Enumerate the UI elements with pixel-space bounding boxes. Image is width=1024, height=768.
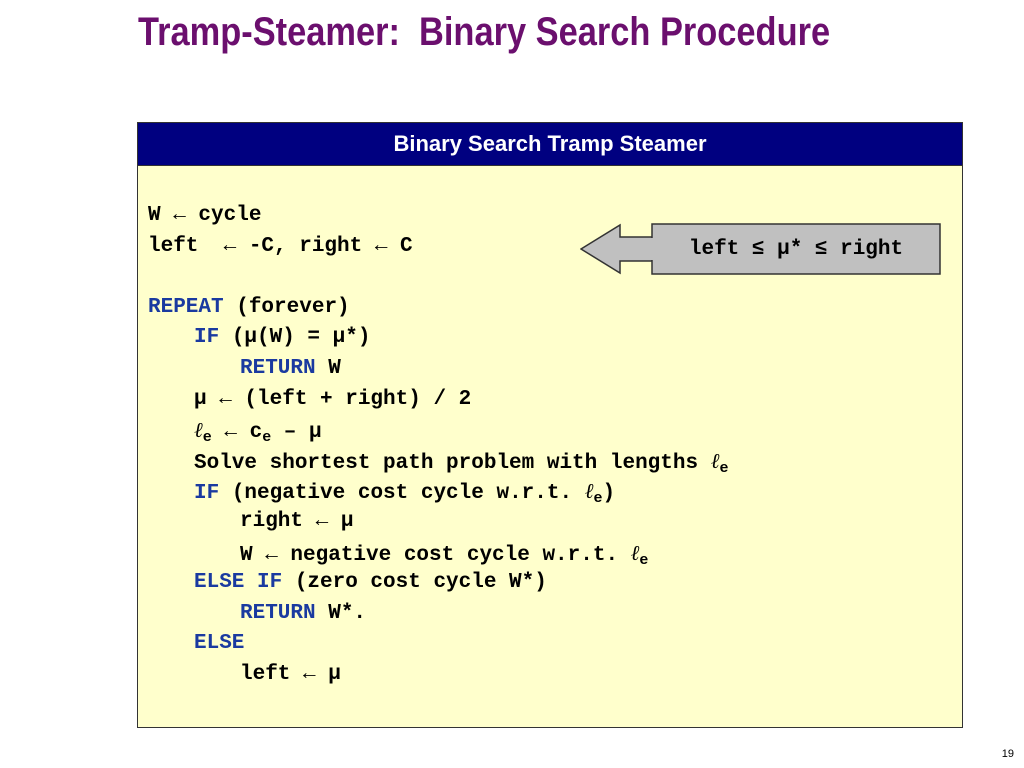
keyword-else: ELSE — [194, 632, 245, 656]
subscript-e: e — [593, 490, 603, 508]
keyword-if: IF — [194, 326, 220, 350]
algorithm-box-header: Binary Search Tramp Steamer — [138, 123, 962, 166]
keyword-return: RETURN — [240, 601, 316, 625]
code-line-lengths: ℓe ← ce – μ — [148, 415, 728, 446]
subscript-e: e — [202, 429, 212, 447]
keyword-if: IF — [194, 482, 220, 506]
subscript-e: e — [262, 429, 272, 447]
code-line-1: W ← cycle — [148, 204, 262, 227]
invariant-label: left ≤ μ* ≤ right — [688, 237, 904, 261]
code-line-if-mu: IF (μ(W) = μ*) — [148, 323, 728, 354]
keyword-return: RETURN — [240, 356, 316, 380]
slide-title: Tramp-Steamer: Binary Search Procedure — [138, 10, 831, 54]
ell-symbol: ℓ — [584, 479, 594, 504]
invariant-callout: left ≤ μ* ≤ right — [580, 222, 942, 278]
code-line-repeat: REPEAT (forever) — [148, 293, 728, 324]
lengths-minus-mu: – μ — [271, 421, 322, 445]
close-paren: ) — [602, 482, 616, 506]
code-line-else-if: ELSE IF (zero cost cycle W*) — [148, 568, 728, 599]
keyword-else-if: ELSE IF — [194, 571, 283, 595]
lengths-assign: ← c — [211, 421, 263, 445]
solve-text: Solve shortest path problem with lengths — [194, 451, 711, 475]
code-line-if-negative: IF (negative cost cycle w.r.t. ℓe) — [148, 476, 728, 507]
return-wstar: W*. — [315, 601, 367, 625]
ell-symbol: ℓ — [194, 418, 203, 443]
code-line-right-update: right ← μ — [240, 509, 354, 533]
pseudocode: W ← cycle left ← -C, right ← C REPEAT (f… — [148, 201, 728, 691]
left-arrow-icon — [580, 223, 941, 275]
repeat-condition: (forever) — [223, 295, 350, 319]
code-line-w-update: W ← negative cost cycle w.r.t. ℓe — [148, 538, 728, 569]
code-line-solve: Solve shortest path problem with lengths… — [148, 446, 728, 477]
subscript-e: e — [639, 551, 649, 569]
code-line-return-wstar: RETURN W*. — [148, 599, 728, 630]
zero-cost-condition: (zero cost cycle W*) — [282, 571, 547, 595]
code-line-left-update: left ← μ — [240, 662, 341, 686]
page-number: 19 — [1001, 748, 1014, 760]
return-value: W — [315, 356, 341, 380]
negative-condition: (negative cost cycle w.r.t. — [219, 482, 585, 506]
code-line-2: left ← -C, right ← C — [148, 234, 413, 258]
if-condition: (μ(W) = μ*) — [219, 326, 371, 350]
code-line-return-w: RETURN W — [148, 354, 728, 385]
ell-symbol: ℓ — [710, 448, 720, 473]
algorithm-box: Binary Search Tramp Steamer W ← cycle le… — [137, 122, 963, 728]
subscript-e: e — [719, 459, 729, 477]
w-update-text: W ← negative cost cycle w.r.t. — [240, 543, 631, 567]
code-line-else: ELSE — [148, 629, 728, 660]
code-line-mu-update: μ ← (left + right) / 2 — [194, 387, 472, 411]
ell-symbol: ℓ — [630, 540, 640, 565]
keyword-repeat: REPEAT — [148, 295, 224, 319]
